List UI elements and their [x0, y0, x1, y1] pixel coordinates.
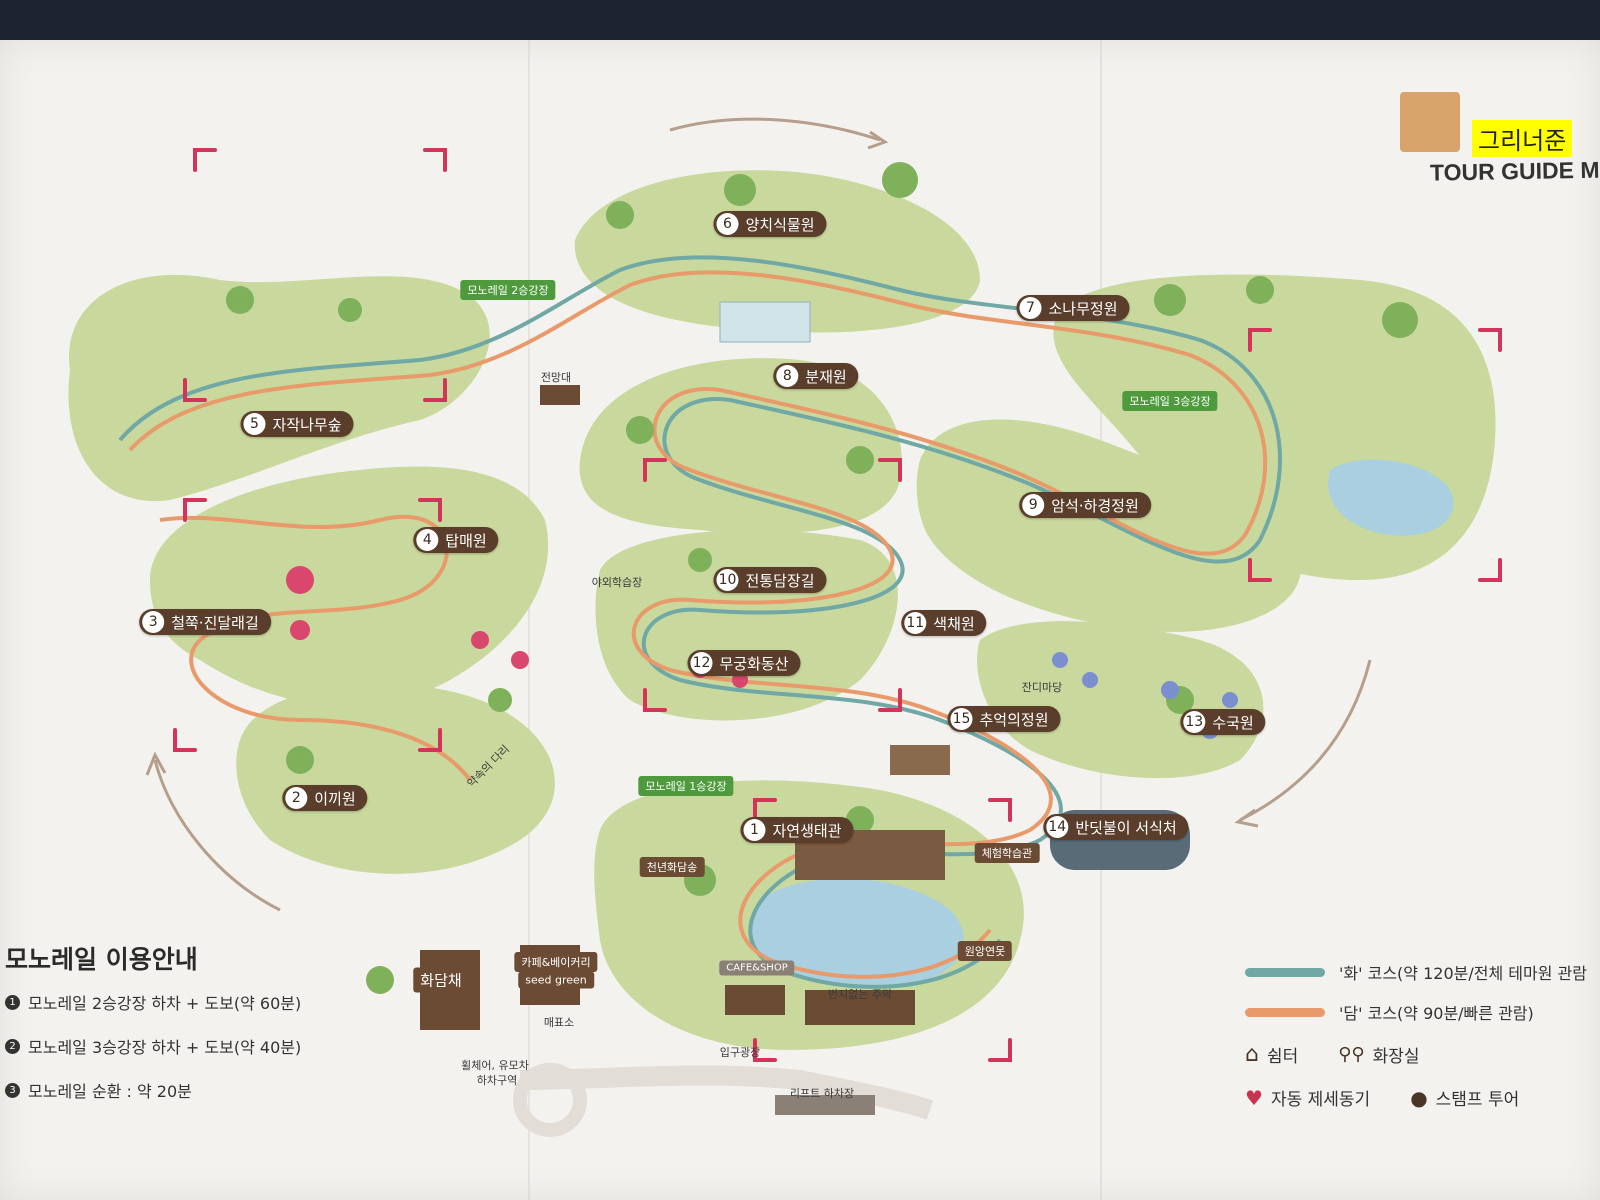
pond-label: 원앙연못 [957, 941, 1013, 961]
eco-pond [750, 878, 964, 986]
tour-guide-title: TOUR GUIDE MA [1429, 156, 1600, 186]
wheelchair-label: 휠체어, 유모차 [461, 1059, 529, 1072]
ticket-office-label: 매표소 [543, 1016, 575, 1029]
hwa-course-swatch [1245, 967, 1325, 977]
beonji-label: 번지없는 주막 [827, 988, 893, 1001]
restroom-icon: ⚲⚲ [1338, 1044, 1365, 1065]
course-dam-path [128, 270, 1268, 979]
entrance-road [519, 1065, 934, 1120]
dropoff-label: 하차구역 [476, 1074, 518, 1087]
cafe-shop-label: CAFE&SHOP [719, 960, 795, 976]
map-legend: '화' 코스(약 120분/전체 테마원 관람 '담' 코스(약 90분/빠른 … [1245, 960, 1587, 1110]
dam-course-swatch [1245, 1007, 1325, 1017]
lift-building [775, 1095, 875, 1115]
legend-course-hwa: '화' 코스(약 120분/전체 테마원 관람 [1245, 960, 1587, 984]
monorail-station-1[interactable]: 모노레일 1승강장 [638, 776, 734, 796]
cafe-bakery-label: 카페&베이커리 [514, 952, 598, 972]
seed-green-label: seed green [518, 971, 594, 989]
stamp-icon: ● [1410, 1085, 1428, 1110]
observatory-label: 전망대 [540, 371, 572, 384]
building-icons [420, 301, 1190, 1030]
moss-area [236, 683, 555, 874]
lawn-label: 잔디마당 [1021, 681, 1063, 694]
defibrillator-icon: ♥ [1245, 1085, 1263, 1110]
entrance-plaza-label: 입구광장 [719, 1046, 761, 1059]
experience-hall-label: 체험학습관 [974, 843, 1040, 863]
logo-text: 그리너준 [1472, 120, 1573, 157]
outdoor-class-label: 야외학습장 [591, 576, 643, 589]
bonsai-area [579, 358, 902, 534]
monorail-station-3[interactable]: 모노레일 3승강장 [1122, 391, 1218, 411]
monorail-station-2[interactable]: 모노레일 2승강장 [460, 280, 556, 300]
lift-dropoff-label: 리프트 하차장 [789, 1087, 855, 1100]
pond [1328, 459, 1454, 536]
hwadamchae-label: 화담채 [413, 967, 469, 993]
monorail-guide-title: 모노레일 이용안내 [5, 945, 198, 974]
dropoff-loop [513, 1063, 587, 1137]
shelter-icon: ⌂ [1245, 1042, 1259, 1067]
azalea-area [150, 466, 549, 707]
legend-course-dam: '담' 코스(약 90분/빠른 관람) [1245, 1000, 1587, 1024]
fern-area [574, 170, 980, 333]
thousand-year-pine-label: 천년화담송 [639, 857, 705, 877]
hydrangea-area [977, 621, 1264, 779]
greenerjoon-logo-icon [1400, 92, 1460, 152]
garden-map [68, 117, 1502, 1137]
